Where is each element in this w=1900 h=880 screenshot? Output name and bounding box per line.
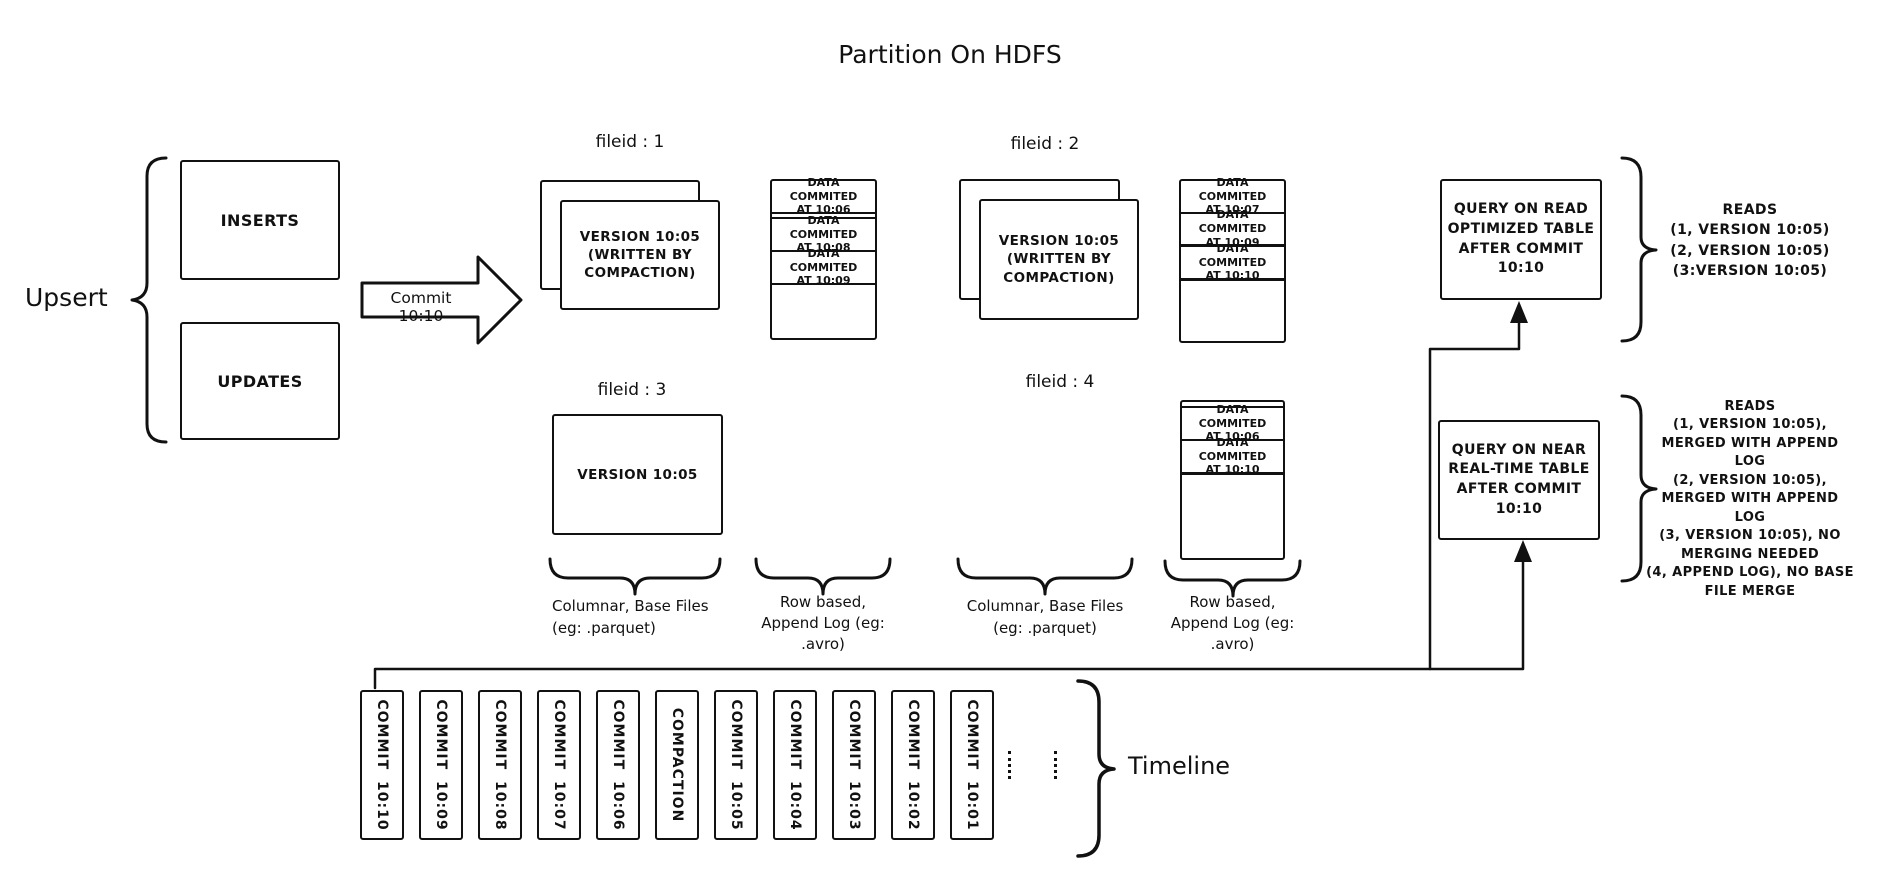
- timeline-entry: COMMIT 10:04: [773, 690, 817, 840]
- timeline-ellipsis-1: [1008, 751, 1011, 779]
- query-near-real-time-text: QUERY ON NEAR REAL-TIME TABLE AFTER COMM…: [1448, 441, 1590, 517]
- row-based-append-log-label-1: Row based, Append Log (eg: .avro): [761, 593, 885, 653]
- log-row: DATA COMMITED AT 10:09: [1181, 208, 1284, 249]
- log-row: DATA COMMITED AT 10:10: [1181, 242, 1284, 282]
- columnar-brace-2: [956, 557, 1134, 596]
- timeline-entry-label: COMMIT 10:10: [374, 699, 390, 831]
- row-based-brace-2: [1163, 559, 1302, 598]
- timeline-label: Timeline: [1128, 752, 1231, 780]
- row-based-brace-1: [754, 557, 892, 596]
- inserts-label: INSERTS: [220, 210, 300, 230]
- inserts-box: INSERTS: [180, 160, 340, 280]
- page-title: Partition On HDFS: [838, 40, 1062, 69]
- log-row: DATA COMMITED AT 10:06: [772, 176, 875, 216]
- reads-brace-1: [1620, 156, 1658, 343]
- log-row-gap: [1182, 402, 1283, 408]
- timeline-entry-label: COMMIT 10:06: [610, 699, 626, 831]
- append-log-2: DATA COMMITED AT 10:07 DATA COMMITED AT …: [1179, 176, 1286, 343]
- fileid-3-label: fileid : 3: [597, 380, 667, 400]
- query-read-optimized-box: QUERY ON READ OPTIMIZED TABLE AFTER COMM…: [1440, 179, 1602, 300]
- timeline-entry: COMMIT 10:06: [596, 690, 640, 840]
- timeline-entry: COMMIT 10:09: [419, 690, 463, 840]
- fileid-1-label: fileid : 1: [595, 132, 665, 152]
- arrowhead-near-real-time: [1514, 540, 1532, 562]
- columnar-brace-1: [548, 557, 722, 596]
- fileid-4-label: fileid : 4: [1025, 372, 1095, 392]
- timeline-entry-label: COMMIT 10:09: [433, 699, 449, 831]
- upsert-label: Upsert: [25, 283, 108, 312]
- reads-near-real-time: READS (1, VERSION 10:05), MERGED WITH AP…: [1646, 399, 1854, 599]
- commit-arrow-label: Commit 10:10: [390, 289, 452, 325]
- arrowhead-read-optimized: [1510, 301, 1528, 323]
- fileid-2-label: fileid : 2: [1010, 134, 1080, 154]
- timeline-to-nrt-connector: [373, 558, 1525, 690]
- timeline-entry-label: COMMIT 10:03: [846, 699, 862, 831]
- timeline-entry: COMMIT 10:02: [891, 690, 935, 840]
- log-row: DATA COMMITED AT 10:07: [1181, 176, 1284, 216]
- upsert-brace: [130, 156, 168, 444]
- fileid-3-version-text: VERSION 10:05: [577, 466, 698, 483]
- timeline-entry-label: COMMIT 10:08: [492, 699, 508, 831]
- timeline-entry-label: COMPACTION: [669, 707, 685, 823]
- fileid-3-base-file: VERSION 10:05: [552, 414, 723, 535]
- timeline-entry-label: COMMIT 10:05: [728, 699, 744, 831]
- columnar-base-files-label-1: Columnar, Base Files (eg: .parquet): [552, 597, 709, 637]
- timeline-entry: COMPACTION: [655, 690, 699, 840]
- timeline-brace: [1076, 679, 1116, 858]
- timeline-entry: COMMIT 10:08: [478, 690, 522, 840]
- fileid-1-base-file: VERSION 10:05 (WRITTEN BY COMPACTION): [560, 200, 720, 310]
- timeline-row: COMMIT 10:10 COMMIT 10:09 COMMIT 10:08 COMM…: [360, 690, 994, 840]
- timeline-entry-label: COMMIT 10:04: [787, 699, 803, 831]
- row-based-append-log-label-2: Row based, Append Log (eg: .avro): [1170, 593, 1295, 653]
- fileid-2-version-text: VERSION 10:05 (WRITTEN BY COMPACTION): [998, 233, 1120, 286]
- log-row-gap: [772, 214, 875, 219]
- query-near-real-time-box: QUERY ON NEAR REAL-TIME TABLE AFTER COMM…: [1438, 420, 1600, 540]
- timeline-entry: COMMIT 10:05: [714, 690, 758, 840]
- log-row: DATA COMMITED AT 10:10: [1182, 436, 1283, 476]
- updates-label: UPDATES: [217, 371, 303, 391]
- timeline-entry-label: COMMIT 10:02: [905, 699, 921, 831]
- log-row: DATA COMMITED AT 10:09: [772, 247, 875, 287]
- log-row: DATA COMMITED AT 10:06: [1182, 403, 1283, 443]
- query-read-optimized-text: QUERY ON READ OPTIMIZED TABLE AFTER COMM…: [1447, 201, 1595, 277]
- reads-read-optimized: READS (1, VERSION 10:05) (2, VERSION 10:…: [1670, 202, 1830, 279]
- timeline-entry: COMMIT 10:07: [537, 690, 581, 840]
- append-log-1: DATA COMMITED AT 10:06 DATA COMMITED AT …: [770, 176, 877, 340]
- log-row: DATA COMMITED AT 10:08: [772, 214, 875, 254]
- timeline-entry: COMMIT 10:03: [832, 690, 876, 840]
- columnar-base-files-label-2: Columnar, Base Files (eg: .parquet): [966, 597, 1124, 637]
- fileid-1-version-text: VERSION 10:05 (WRITTEN BY COMPACTION): [579, 228, 701, 282]
- updates-box: UPDATES: [180, 322, 340, 440]
- timeline-entry-label: COMMIT 10:07: [551, 699, 567, 831]
- timeline-entry: COMMIT 10:10: [360, 690, 404, 840]
- timeline-entry-label: COMMIT 10:01: [964, 699, 980, 831]
- timeline-entry: COMMIT 10:01: [950, 690, 994, 840]
- fileid-2-base-file: VERSION 10:05 (WRITTEN BY COMPACTION): [979, 199, 1139, 320]
- append-log-4: DATA COMMITED AT 10:06 DATA COMMITED AT …: [1180, 400, 1285, 560]
- timeline-ellipsis-2: [1054, 751, 1057, 779]
